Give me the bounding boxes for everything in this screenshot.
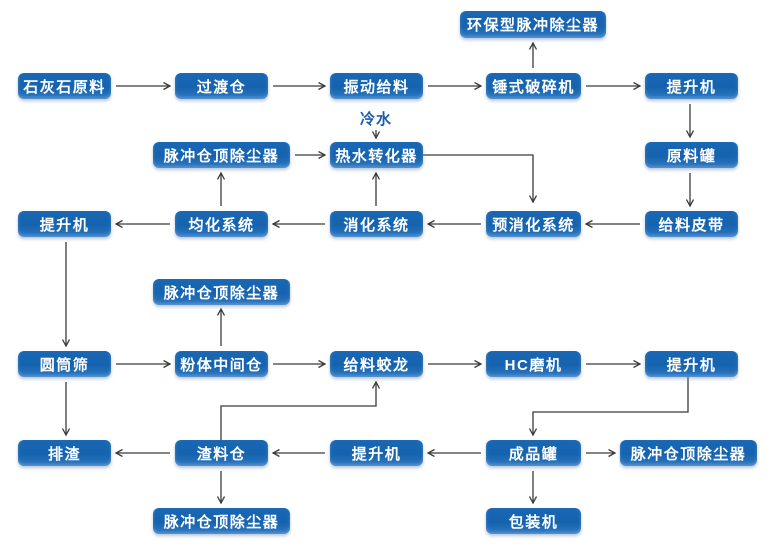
- node-hot-water-converter: 热水转化器: [330, 142, 423, 168]
- node-slag-discharge: 排渣: [18, 440, 111, 466]
- node-pre-digestion-system: 预消化系统: [486, 211, 581, 237]
- node-rotary-screen: 圆筒筛: [18, 351, 111, 377]
- node-limestone-raw: 石灰石原料: [18, 73, 111, 99]
- arrow-hotwater-to-predigestion: [423, 154, 533, 202]
- node-elevator-3: 提升机: [645, 351, 738, 377]
- node-vibrating-feeder: 振动给料: [330, 73, 423, 99]
- node-raw-material-tank: 原料罐: [645, 142, 738, 168]
- node-elevator-2: 提升机: [18, 211, 111, 237]
- node-digestion-system: 消化系统: [330, 211, 423, 237]
- node-feeding-belt: 给料皮带: [645, 211, 738, 237]
- node-silo-top-dust-collector-4: 脉冲仓顶除尘器: [153, 508, 290, 534]
- node-slag-bin: 渣料仓: [175, 440, 268, 466]
- node-elevator-1: 提升机: [645, 73, 738, 99]
- node-homogenizing-system: 均化系统: [175, 211, 268, 237]
- node-transfer-bin: 过渡仓: [175, 73, 268, 99]
- node-silo-top-dust-collector-3: 脉冲仓顶除尘器: [620, 440, 757, 466]
- node-hammer-crusher: 锤式破碎机: [486, 73, 581, 99]
- cold-water-label: 冷水: [359, 111, 392, 128]
- node-eco-pulse-dust-collector: 环保型脉冲除尘器: [460, 11, 606, 38]
- node-powder-intermediate-bin: 粉体中间仓: [175, 351, 268, 377]
- node-finished-product-tank: 成品罐: [486, 440, 581, 466]
- node-feeding-screw: 给料蛟龙: [330, 351, 423, 377]
- node-hc-mill: HC磨机: [486, 351, 581, 377]
- node-packing-machine: 包装机: [486, 508, 581, 534]
- node-silo-top-dust-collector-2: 脉冲仓顶除尘器: [153, 279, 290, 305]
- arrow-elevator3-to-finishedtank: [533, 377, 689, 435]
- node-elevator-4: 提升机: [330, 440, 423, 466]
- node-silo-top-dust-collector-1: 脉冲仓顶除尘器: [153, 142, 290, 168]
- arrow-slagbin-to-feedingscrew: [220, 382, 376, 440]
